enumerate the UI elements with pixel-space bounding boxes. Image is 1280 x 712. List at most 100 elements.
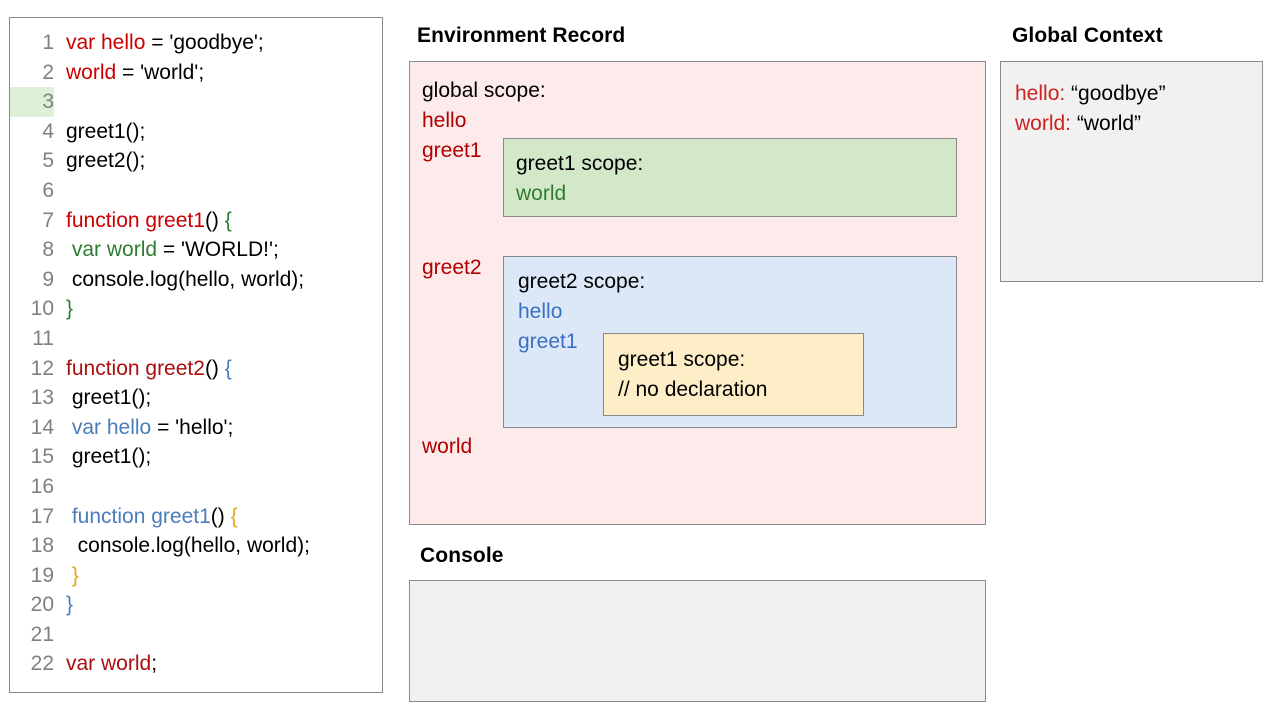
greet2-scope-heading: greet2 scope: bbox=[518, 270, 646, 293]
code-line[interactable]: 9 console.log(hello, world); bbox=[10, 265, 382, 295]
code-line-text: function greet1() { bbox=[54, 206, 232, 236]
code-line[interactable]: 20} bbox=[10, 590, 382, 620]
code-line-text: greet1(); bbox=[54, 442, 151, 472]
code-line[interactable]: 17 function greet1() { bbox=[10, 502, 382, 532]
line-number: 12 bbox=[30, 356, 54, 380]
code-line-text: function greet1() { bbox=[54, 502, 238, 532]
code-token: () bbox=[204, 356, 225, 380]
code-token: var hello bbox=[66, 31, 146, 54]
line-number: 13 bbox=[30, 386, 54, 410]
global-context-key: hello: bbox=[1015, 82, 1066, 105]
code-token: = 'world'; bbox=[116, 60, 205, 84]
code-token: } bbox=[66, 297, 74, 321]
code-token: function greet2 bbox=[66, 356, 205, 380]
code-token: console.log(hello, world); bbox=[66, 534, 310, 558]
line-number: 14 bbox=[30, 415, 54, 439]
line-number: 15 bbox=[30, 445, 54, 469]
global-binding-greet1: greet1 bbox=[422, 139, 482, 162]
code-line[interactable]: 14 var hello = 'hello'; bbox=[10, 413, 382, 443]
environment-record-box: global scope: hello greet1 greet2 world … bbox=[409, 61, 986, 525]
code-line[interactable]: 21 bbox=[10, 620, 382, 650]
line-number: 3 bbox=[10, 87, 54, 117]
code-token: { bbox=[224, 356, 232, 380]
code-token: world bbox=[66, 60, 117, 84]
code-line-text: greet1(); bbox=[54, 117, 145, 147]
global-context-key: world: bbox=[1015, 112, 1072, 135]
code-token: { bbox=[230, 504, 238, 528]
code-token: greet2(); bbox=[66, 149, 146, 173]
code-line-text: console.log(hello, world); bbox=[54, 531, 310, 561]
line-number: 20 bbox=[30, 593, 54, 617]
code-line-text: world = 'world'; bbox=[54, 58, 204, 88]
console-output-box[interactable] bbox=[409, 580, 986, 702]
code-token: console.log(hello, world); bbox=[66, 267, 305, 291]
code-line-text: } bbox=[54, 561, 79, 591]
code-line[interactable]: 18 console.log(hello, world); bbox=[10, 531, 382, 561]
code-line[interactable]: 13 greet1(); bbox=[10, 383, 382, 413]
global-context-box: hello: “goodbye”world: “world” bbox=[1000, 61, 1263, 282]
code-token: greet1(); bbox=[66, 119, 146, 143]
line-number: 18 bbox=[30, 534, 54, 558]
nested-greet1-scope-box: greet1 scope: // no declaration bbox=[603, 333, 864, 416]
code-line-text: } bbox=[54, 294, 73, 324]
code-line-text: function greet2() { bbox=[54, 354, 232, 384]
global-context-value: “world” bbox=[1071, 112, 1142, 135]
global-context-entry: hello: “goodbye” bbox=[1015, 79, 1262, 109]
line-number: 8 bbox=[42, 238, 54, 262]
code-token: = 'goodbye'; bbox=[145, 31, 264, 54]
line-number: 1 bbox=[42, 31, 54, 54]
code-token: { bbox=[224, 208, 232, 232]
global-context-value: “goodbye” bbox=[1065, 82, 1166, 105]
line-number: 17 bbox=[30, 504, 54, 528]
code-token: } bbox=[66, 593, 74, 617]
line-number: 19 bbox=[30, 563, 54, 587]
code-token: greet1(); bbox=[66, 386, 152, 410]
line-number: 2 bbox=[42, 60, 54, 84]
code-line-text: var hello = 'hello'; bbox=[54, 413, 234, 443]
global-context-title: Global Context bbox=[1012, 24, 1163, 47]
code-line[interactable]: 8 var world = 'WORLD!'; bbox=[10, 235, 382, 265]
global-context-entry-list: hello: “goodbye”world: “world” bbox=[1015, 79, 1262, 139]
global-context-entry: world: “world” bbox=[1015, 109, 1262, 139]
line-number: 11 bbox=[32, 326, 54, 350]
code-line[interactable]: 16 bbox=[10, 472, 382, 502]
global-scope-heading: global scope: bbox=[422, 79, 546, 102]
code-line[interactable]: 4 greet1(); bbox=[10, 117, 382, 147]
code-line-text: console.log(hello, world); bbox=[54, 265, 304, 295]
code-token: var world bbox=[66, 652, 152, 676]
code-line-text: greet1(); bbox=[54, 383, 151, 413]
console-title: Console bbox=[420, 544, 504, 567]
code-line[interactable]: 6 bbox=[10, 176, 382, 206]
nested-greet1-scope-note: // no declaration bbox=[618, 378, 768, 401]
greet2-binding-hello: hello bbox=[518, 300, 563, 323]
code-line[interactable]: 10} bbox=[10, 294, 382, 324]
code-line-text: greet2(); bbox=[54, 146, 145, 176]
code-token: var hello bbox=[71, 415, 152, 439]
line-number: 6 bbox=[42, 178, 54, 202]
code-line[interactable]: 15 greet1(); bbox=[10, 442, 382, 472]
code-token: () bbox=[204, 208, 225, 232]
line-number: 4 bbox=[42, 119, 54, 143]
code-line-text: var world; bbox=[54, 649, 157, 679]
code-line[interactable]: 19 } bbox=[10, 561, 382, 591]
line-number: 7 bbox=[42, 208, 54, 232]
code-line[interactable]: 5 greet2(); bbox=[10, 146, 382, 176]
line-number: 5 bbox=[42, 149, 54, 173]
code-line[interactable]: 11 bbox=[10, 324, 382, 354]
greet1-scope-box: greet1 scope: world bbox=[503, 138, 957, 217]
code-line[interactable]: 3 bbox=[10, 87, 382, 117]
nested-greet1-scope-heading: greet1 scope: bbox=[618, 348, 746, 371]
line-number: 16 bbox=[30, 474, 54, 498]
code-line-text: var hello = 'goodbye'; bbox=[54, 28, 264, 58]
code-line-text: } bbox=[54, 590, 73, 620]
greet1-binding-world: world bbox=[516, 182, 567, 205]
greet2-binding-greet1: greet1 bbox=[518, 330, 578, 353]
code-token: var world bbox=[71, 238, 158, 262]
